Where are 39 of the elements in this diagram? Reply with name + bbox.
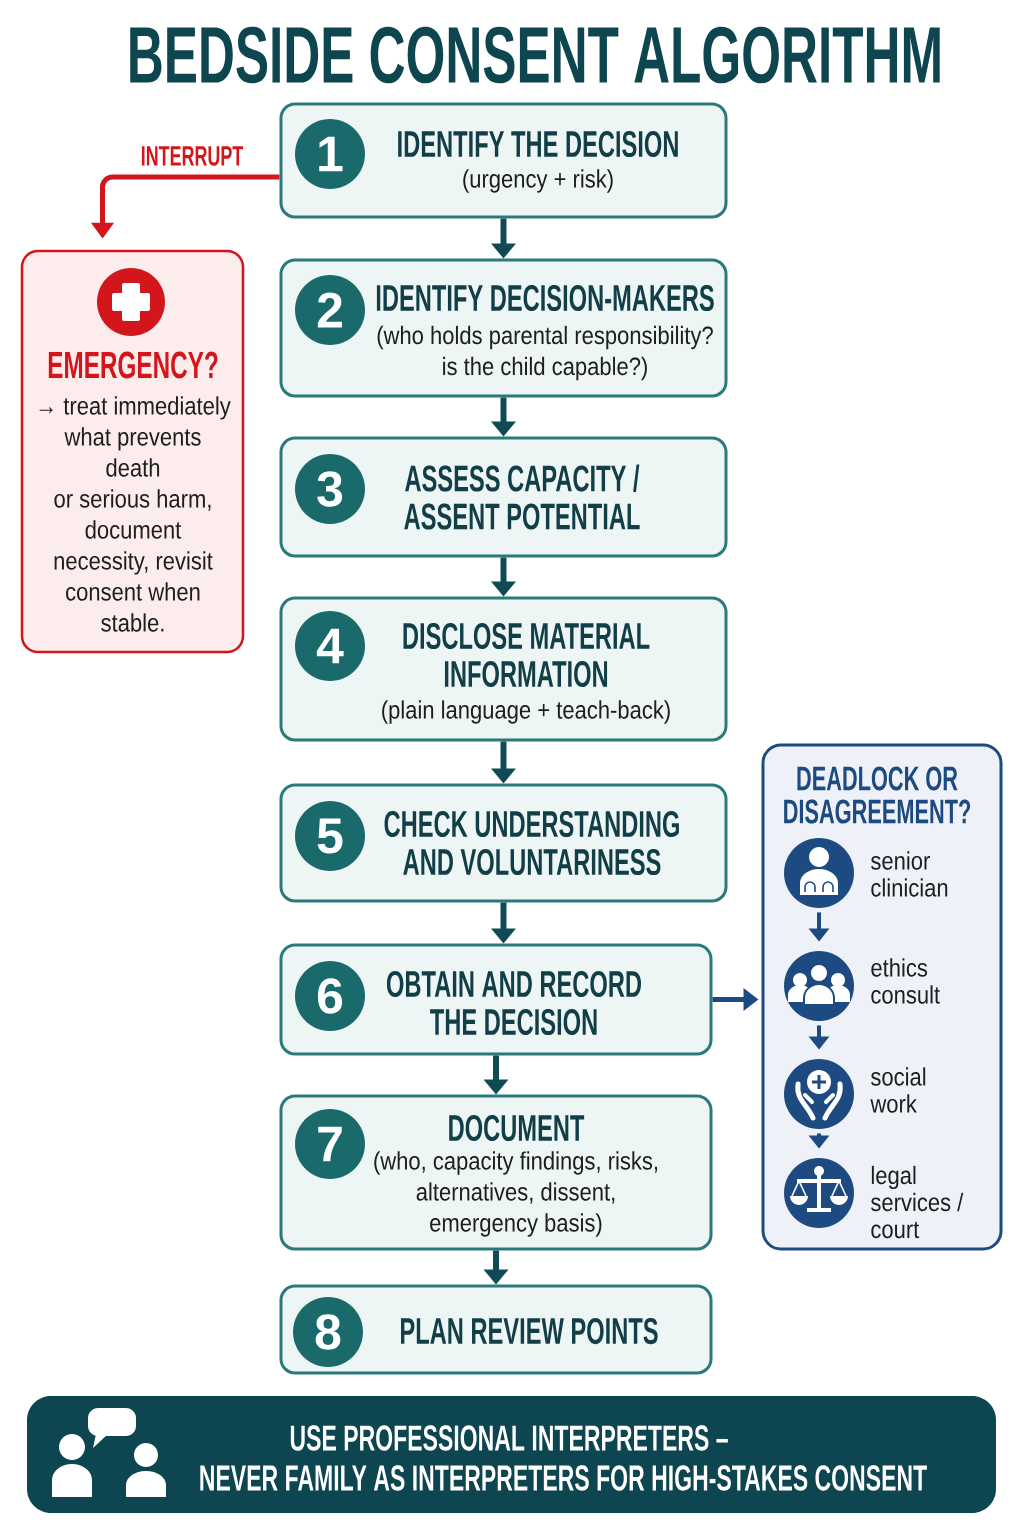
step-card <box>279 258 728 398</box>
step-note: (urgency + risk) <box>463 169 613 193</box>
step-card <box>279 783 728 903</box>
step-number: 6 <box>295 961 365 1031</box>
step-title: DISCLOSE MATERIAL INFORMATION <box>403 622 650 688</box>
step-number: 5 <box>295 801 365 871</box>
step-title: IDENTIFY DECISION-MAKERS <box>376 284 714 312</box>
step-card <box>279 102 728 219</box>
step-title: OBTAIN AND RECORD THE DECISION <box>386 970 642 1036</box>
step-card <box>279 436 728 558</box>
banner: USE PROFESSIONAL INTERPRETERS – NEVER FAMILY AS INTERPRETERS FOR HIGH-STAKES CONSENT <box>27 1396 996 1513</box>
step-note: (plain language + teach-back) <box>382 700 670 724</box>
step-title: ASSESS CAPACITY / ASSENT POTENTIAL <box>404 464 640 530</box>
role-label: ethics consult <box>871 958 940 1004</box>
page-title: BEDSIDE CONSENT ALGORITHM <box>130 26 940 84</box>
step-number: 4 <box>295 611 365 681</box>
step-card <box>279 596 728 742</box>
step-number: 1 <box>295 119 365 189</box>
step-number: 3 <box>295 454 365 524</box>
step-number: 2 <box>295 275 365 345</box>
role-label: social work <box>870 1067 926 1113</box>
step-title: PLAN REVIEW POINTS <box>401 1317 658 1345</box>
step-number: 7 <box>295 1109 365 1179</box>
panel-title: DEADLOCK OR DISAGREEMENT? <box>784 766 971 824</box>
step-number: 8 <box>293 1297 363 1367</box>
step-card <box>279 943 713 1056</box>
alert-title: EMERGENCY? <box>48 351 218 379</box>
step-title: IDENTIFY THE DECISION <box>398 130 678 158</box>
step-note: (who, capacity findings, risks, alternatives, dissent, emergency basis) <box>374 1151 658 1237</box>
role-label: legal services / court <box>871 1165 964 1239</box>
role-label: senior clinician <box>871 851 948 897</box>
step-card <box>279 1284 713 1375</box>
step-title: CHECK UNDERSTANDING AND VOLUNTARINESS <box>384 810 679 876</box>
step-card <box>279 1094 713 1251</box>
alert-card <box>20 249 245 654</box>
alert-text: → treat immediately what prevents death or serious harm, document necessity, revisit consent when stable. <box>39 396 231 632</box>
edge-label: INTERRUPT <box>141 146 244 166</box>
step-note: (who holds parental responsibility? is the child capable?) <box>377 325 713 381</box>
step-title: DOCUMENT <box>449 1114 585 1142</box>
